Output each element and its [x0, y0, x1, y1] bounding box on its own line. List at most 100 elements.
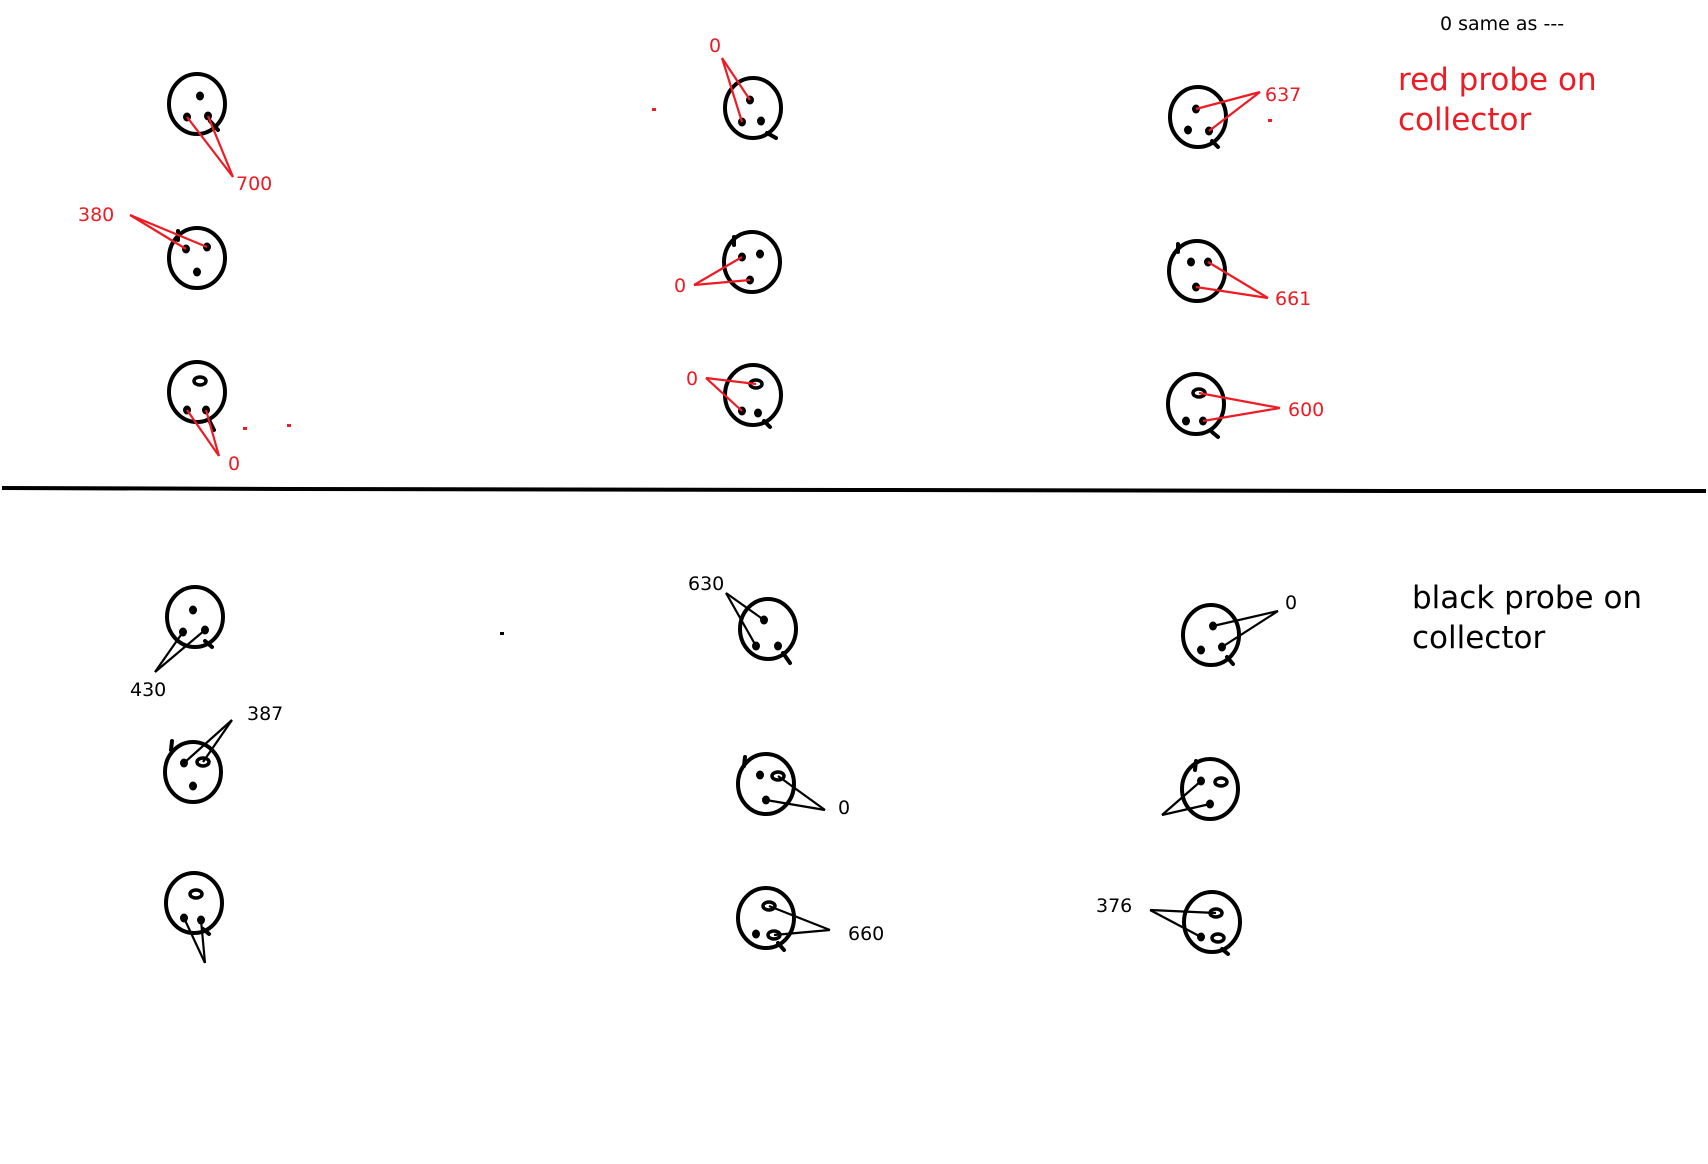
- probe-line: [129, 214, 187, 250]
- reading-label: 661: [1275, 288, 1311, 310]
- probe-line: [1202, 406, 1281, 423]
- pin-hole: [770, 770, 786, 782]
- pin-dot: [752, 929, 760, 939]
- transistor-body: [736, 886, 796, 950]
- probe-line: [1212, 609, 1279, 628]
- transistor-body: [167, 360, 227, 424]
- stray-mark: [1268, 119, 1272, 122]
- reading-label: 637: [1265, 84, 1301, 106]
- transistor-red-8: 0: [686, 363, 783, 429]
- probe-line: [1161, 802, 1211, 817]
- transistor-black-2: 630: [688, 573, 798, 665]
- red-section-heading: red probe on collector: [1398, 62, 1597, 139]
- probe-line: [183, 917, 206, 964]
- transistor-body: [1180, 757, 1240, 821]
- probe-line: [1207, 261, 1269, 299]
- probe-line: [721, 57, 751, 101]
- transistor-body: [164, 871, 224, 935]
- transistor-body: [1168, 85, 1228, 149]
- probe-line: [768, 904, 831, 932]
- probe-line: [154, 631, 184, 673]
- transistor-red-9: 600: [1166, 372, 1324, 439]
- lead-tab: [1210, 139, 1220, 149]
- probe-line: [705, 377, 743, 412]
- transistor-red-7: 0: [167, 360, 240, 475]
- probe-line: [693, 256, 743, 286]
- reading-label: 430: [130, 679, 166, 701]
- reading-label: 600: [1288, 399, 1324, 421]
- transistor-body: [167, 226, 227, 290]
- pin-dot: [193, 267, 201, 277]
- transistor-black-5: 0: [736, 752, 850, 819]
- probe-line: [777, 775, 826, 811]
- lead-tab: [781, 651, 792, 665]
- reading-label: 0: [709, 35, 721, 57]
- pin-dot: [757, 116, 765, 126]
- transistor-red-2: 0: [709, 35, 783, 140]
- reading-label: 0: [686, 368, 698, 390]
- transistor-body: [722, 230, 782, 294]
- reading-label: 380: [78, 204, 114, 226]
- reading-label: 387: [247, 703, 283, 725]
- probe-line: [204, 409, 221, 457]
- probe-line: [1149, 909, 1202, 938]
- transistor-body: [167, 72, 227, 136]
- lead-tab: [1225, 655, 1235, 666]
- pin-dot: [196, 91, 204, 101]
- pin-dot: [1187, 257, 1195, 267]
- lead-tab: [742, 755, 747, 768]
- probe-line: [725, 592, 765, 621]
- reading-label: 0: [228, 453, 240, 475]
- transistor-black-3: 0: [1181, 592, 1297, 667]
- pin-dot: [774, 641, 782, 651]
- lead-tab: [169, 739, 174, 752]
- reading-label: 0: [838, 797, 850, 819]
- probe-line: [154, 629, 206, 673]
- legend-note: 0 same as ---: [1440, 13, 1565, 35]
- transistor-body: [736, 752, 796, 816]
- lead-tab: [1210, 430, 1220, 439]
- pin-dot: [189, 781, 197, 791]
- transistor-black-4: 387: [163, 703, 283, 804]
- pin-hole: [1213, 776, 1229, 788]
- lead-tab: [203, 639, 214, 649]
- transistor-red-3: 637: [1168, 84, 1301, 149]
- probe-line: [202, 719, 233, 763]
- transistor-red-6: 661: [1167, 239, 1311, 310]
- stray-mark: [652, 108, 656, 111]
- probe-line: [1221, 610, 1279, 648]
- transistor-body: [1166, 372, 1226, 436]
- black-section-heading: black probe on collector: [1412, 580, 1643, 657]
- probe-line: [1149, 908, 1217, 915]
- reading-label: 376: [1096, 895, 1132, 917]
- transistor-body: [163, 740, 223, 804]
- pin-hole: [761, 900, 777, 912]
- lead-tab: [1220, 947, 1230, 956]
- transistor-black-8: 660: [736, 886, 884, 952]
- transistor-body: [1181, 603, 1241, 667]
- probe-line: [765, 798, 826, 812]
- transistor-red-1: 700: [167, 72, 272, 195]
- pin-hole: [188, 888, 204, 900]
- pin-dot: [1184, 125, 1192, 135]
- probe-line: [199, 919, 207, 964]
- probe-line: [720, 57, 744, 123]
- probe-line: [1198, 391, 1281, 410]
- reading-label: 700: [236, 173, 272, 195]
- lead-tab: [201, 927, 211, 936]
- probe-line: [693, 278, 751, 287]
- probe-line: [773, 928, 831, 937]
- probe-line: [206, 115, 235, 178]
- pin-dot: [756, 249, 764, 259]
- stray-mark: [500, 632, 504, 635]
- probe-line: [1208, 91, 1261, 132]
- transistor-body: [1182, 890, 1242, 954]
- reading-label: 630: [688, 573, 724, 595]
- pin-dot: [756, 770, 764, 780]
- lead-tab: [765, 131, 778, 140]
- pin-hole: [1210, 932, 1226, 944]
- transistor-body: [723, 76, 783, 140]
- transistor-body: [738, 597, 798, 661]
- pin-dot: [1197, 645, 1205, 655]
